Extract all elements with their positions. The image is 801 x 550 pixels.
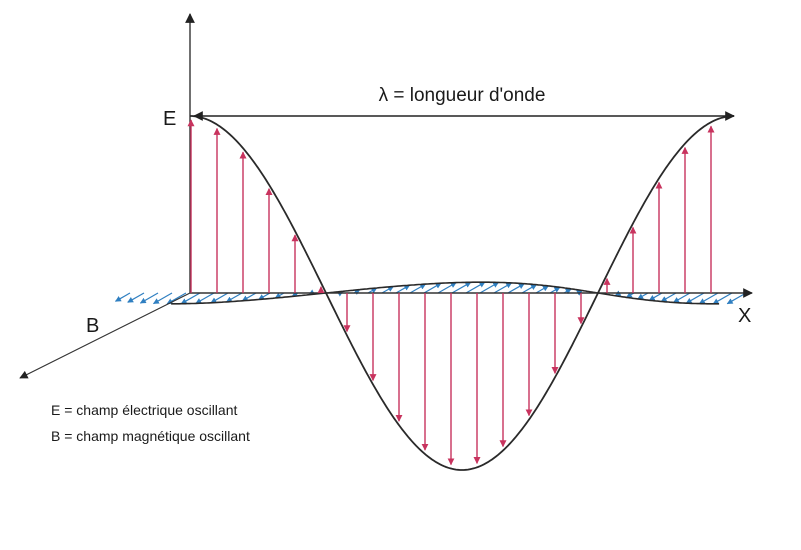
b-field-vector [210, 292, 229, 304]
b-field-vector [549, 286, 561, 294]
b-field-vector [127, 292, 145, 303]
magnetic-field-curve [171, 281, 720, 305]
wavelength-label: λ = longueur d'onde [379, 85, 546, 106]
b-field-vector [225, 292, 243, 303]
b-field-vector [241, 292, 257, 302]
b-field-vector [648, 292, 663, 301]
b-field-vector [381, 285, 394, 294]
legend-magnetic: B = champ magnétique oscillant [51, 428, 250, 444]
b-field-vector [507, 283, 525, 294]
b-field-vector [660, 292, 677, 303]
b-field-vector [493, 282, 513, 294]
e-axis-label: E [163, 108, 176, 130]
b-field-vector [409, 283, 427, 294]
b-axis [19, 292, 191, 379]
b-field-vector [637, 292, 649, 300]
x-axis-label: X [738, 305, 751, 327]
electric-field-curve [190, 115, 734, 471]
b-field-vector [479, 281, 500, 294]
b-field-vector [465, 281, 486, 294]
b-field-vector [180, 292, 201, 305]
electric-field-arrows [187, 119, 715, 466]
b-field-vector [726, 292, 747, 305]
b-field-vector [166, 292, 187, 305]
b-field-vector [521, 284, 538, 294]
b-field-vector [152, 292, 173, 305]
b-field-vector [437, 282, 457, 294]
b-field-vector [672, 292, 691, 303]
b-field-vector [685, 292, 705, 304]
b-field-vector [423, 282, 442, 294]
b-field-vector [258, 292, 271, 301]
b-field-vector [535, 285, 549, 294]
b-field-vector [451, 281, 472, 294]
b-axis-label: B [86, 315, 99, 337]
b-field-vector [395, 284, 411, 294]
b-field-vector [698, 292, 719, 305]
legend-electric: E = champ électrique oscillant [51, 402, 237, 418]
b-field-vector [195, 292, 215, 304]
b-field-vector [712, 292, 733, 305]
magnetic-field-arrows [114, 281, 747, 305]
b-field-vector [114, 292, 131, 302]
b-field-vector [625, 292, 635, 298]
b-field-vector [139, 292, 159, 304]
